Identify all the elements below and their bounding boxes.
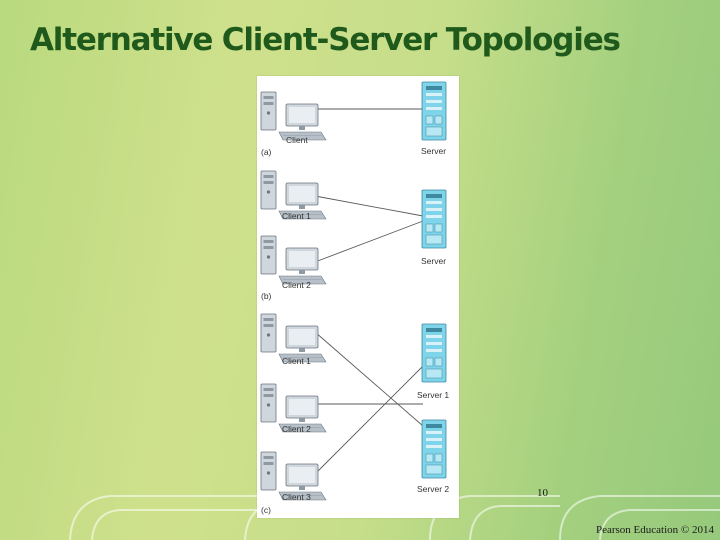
connection-line	[314, 331, 424, 427]
slide-number: 10	[537, 487, 548, 499]
topology-diagram: Client Server (a) Client 1 Client 2 Serv…	[260, 81, 449, 515]
client-computer-icon	[260, 91, 327, 141]
server-icon	[421, 81, 447, 141]
server-icon	[421, 419, 447, 479]
copyright-notice: Pearson Education © 2014	[595, 524, 714, 536]
client-label: Client 2	[282, 424, 311, 434]
topology-figure: Client Server (a) Client 1 Client 2 Serv…	[257, 76, 459, 518]
connection-lines	[314, 108, 424, 475]
panel-a	[260, 81, 447, 141]
slide-title: Alternative Client-Server Topologies	[30, 22, 621, 58]
client-computer-icon	[260, 235, 327, 285]
client-computer-icon	[260, 313, 327, 363]
client-label: Client	[286, 135, 308, 145]
client-label: Client 3	[282, 492, 311, 502]
panel-tag: (b)	[261, 291, 272, 301]
server-label: Server	[421, 146, 446, 156]
server-icon	[421, 189, 447, 249]
connection-line	[314, 365, 424, 475]
client-label: Client 1	[282, 356, 311, 366]
panel-c	[260, 313, 447, 501]
server-label: Server 2	[417, 484, 449, 494]
server-label: Server 1	[417, 390, 449, 400]
client-label: Client 2	[282, 280, 311, 290]
panel-b	[260, 170, 447, 285]
connection-line	[314, 195, 424, 217]
server-label: Server	[421, 256, 446, 266]
client-label: Client 1	[282, 211, 311, 221]
panel-tag: (c)	[261, 505, 271, 515]
connection-line	[314, 220, 424, 263]
panel-tag: (a)	[261, 147, 272, 157]
server-icon	[421, 323, 447, 383]
